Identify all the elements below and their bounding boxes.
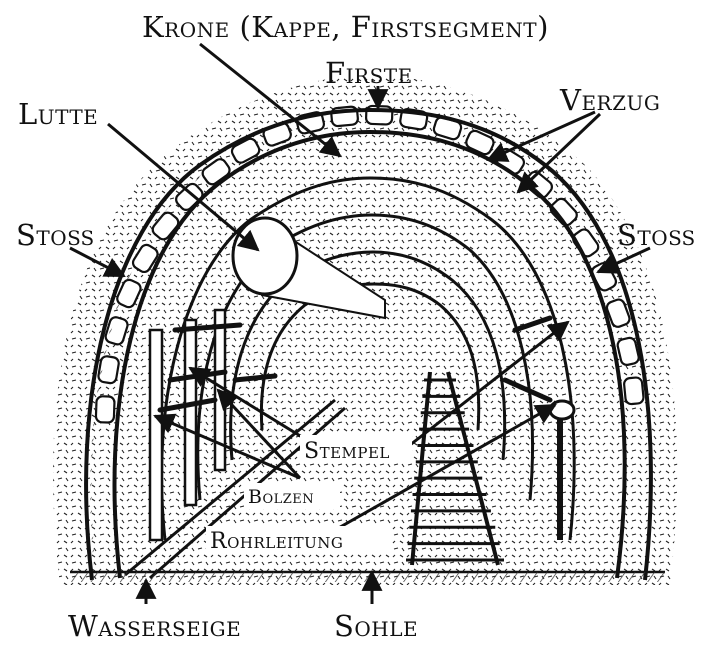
lagging-stone: [104, 316, 129, 346]
floor-ground: [70, 572, 665, 582]
label-wasserseige: Wasserseige: [68, 609, 241, 643]
label-bolzen: Bolzen: [248, 486, 314, 508]
lagging-stone: [116, 278, 142, 309]
label-sohle: Sohle: [334, 609, 418, 643]
lagging-stones: [94, 104, 645, 424]
rock-mass: [53, 75, 678, 585]
label-stoss-right: Stoß: [617, 218, 696, 252]
labels: Krone (Kappe, Firstsegment) Firste Verzu…: [16, 10, 696, 643]
label-lutte: Lutte: [18, 97, 98, 131]
lagging-stone: [94, 395, 116, 424]
lagging-stone: [605, 298, 631, 328]
pointer-arrows: [69, 42, 651, 604]
label-verzug: Verzug: [559, 83, 660, 117]
label-rohrleitung: Rohrleitung: [210, 529, 343, 554]
label-stoss-left: Stoß: [16, 218, 95, 252]
lagging-stone: [131, 243, 159, 274]
label-stempel: Stempel: [304, 439, 390, 464]
lagging-stone: [230, 137, 261, 164]
label-krone: Krone (Kappe, Firstsegment): [142, 10, 549, 44]
label-firste: Firste: [325, 56, 413, 90]
lagging-stone: [549, 197, 578, 227]
lagging-stone: [623, 376, 645, 406]
lagging-stone: [616, 336, 640, 366]
